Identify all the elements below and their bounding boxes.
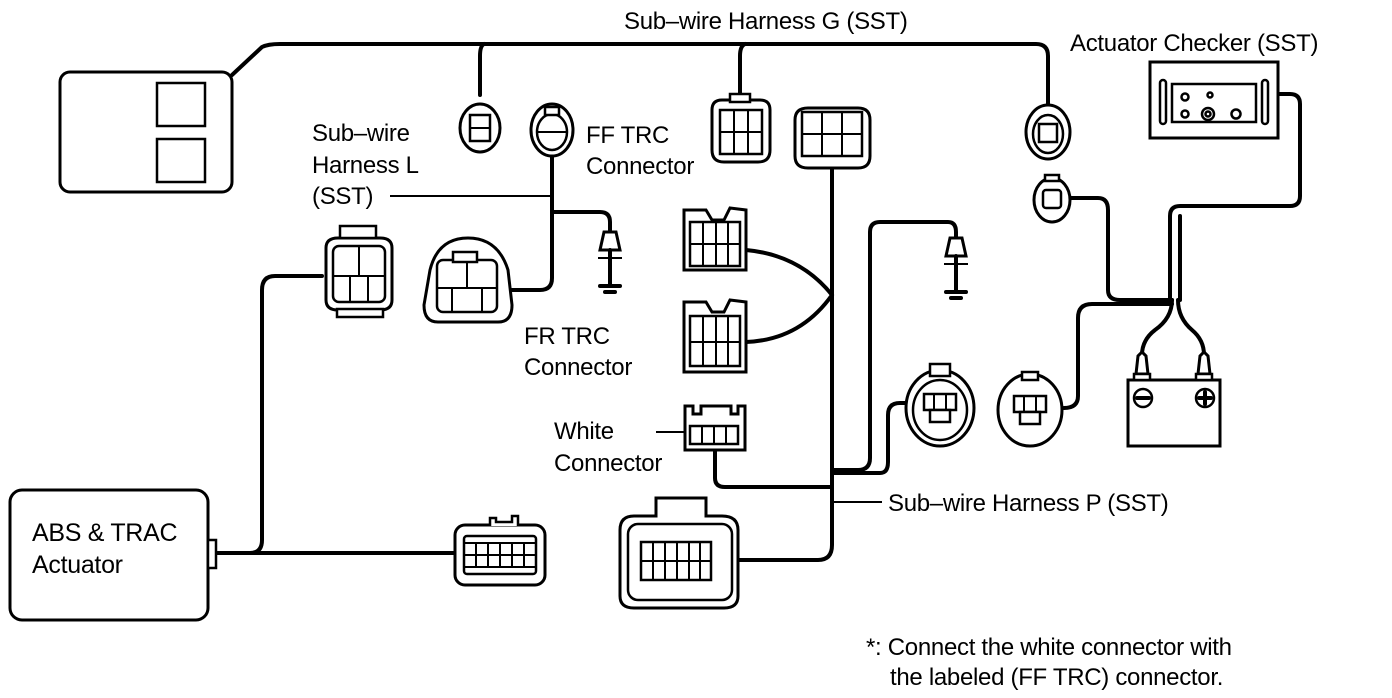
harness-l-large-connector <box>422 236 514 324</box>
label-ff-trc-line1: FF TRC <box>586 122 670 149</box>
label-fr-trc-line1: FR TRC <box>524 323 610 350</box>
footnote-line1: *: Connect the white connector with <box>866 634 1232 661</box>
label-sub-wire-harness-l-line2: Harness L <box>312 152 419 179</box>
harness-g-drop-1 <box>478 42 486 97</box>
white-connector <box>656 404 747 452</box>
actuator-main-connector-12pin <box>453 514 547 587</box>
checker-cable-outer <box>1168 92 1302 302</box>
battery-positive-terminal-icon <box>1194 387 1216 409</box>
battery-pos-lead <box>1176 298 1206 357</box>
footnote-line2: the labeled (FF TRC) connector. <box>890 664 1224 691</box>
harness-g-connector-6pin <box>710 92 772 164</box>
wires <box>216 42 1302 562</box>
label-abs-trac-line1: ABS & TRAC <box>32 519 178 547</box>
label-abs-trac-line2: Actuator <box>32 551 123 579</box>
center-trunk <box>736 166 834 562</box>
harness-g-drop-2 <box>738 42 747 100</box>
actuator-side-connector-4pin <box>324 224 394 319</box>
white-connector-wire <box>713 448 834 489</box>
label-ff-trc-line2: Connector <box>586 153 695 180</box>
actuator-checker-device <box>1148 60 1280 140</box>
relay-box <box>58 70 234 194</box>
actuator-left-wire <box>216 274 324 555</box>
abs-trac-actuator-box <box>8 488 218 622</box>
battery-side-round-connector <box>996 370 1064 448</box>
battery-neg-lead <box>1140 298 1174 357</box>
fr-trc-wire <box>744 293 834 344</box>
harness-p-branch-1 <box>830 220 958 472</box>
label-fr-trc-line2: Connector <box>524 354 633 381</box>
label-actuator-checker: Actuator Checker (SST) <box>1070 30 1319 57</box>
harness-g-round-connector-2 <box>1024 103 1072 161</box>
center-connector-6pin <box>793 106 872 170</box>
label-sub-wire-harness-g: Sub–wire Harness G (SST) <box>624 8 908 35</box>
checker-small-connector <box>1032 173 1072 224</box>
harness-l-ground-branch <box>550 210 612 232</box>
harness-p-main-connector-12pin <box>618 496 740 610</box>
ground-symbol-left <box>598 230 622 294</box>
harness-g-trunk <box>230 42 1050 110</box>
ff-trc-wire <box>744 248 834 297</box>
label-sub-wire-harness-l-line3: (SST) <box>312 183 374 210</box>
label-sub-wire-harness-l-line1: Sub–wire <box>312 120 410 147</box>
battery-negative-terminal-icon <box>1132 387 1154 409</box>
label-white-connector-line1: White <box>554 418 614 445</box>
fr-trc-connector <box>682 298 748 374</box>
label-sub-wire-harness-p: Sub–wire Harness P (SST) <box>888 490 1169 517</box>
harness-g-round-connector-1 <box>458 102 502 154</box>
checker-connector-wire <box>1068 196 1174 302</box>
battery <box>1126 349 1222 448</box>
ff-trc-connector <box>682 206 748 272</box>
battery-side-wire <box>1062 302 1174 410</box>
harness-l-round-connector <box>529 102 575 158</box>
label-white-connector-line2: Connector <box>554 450 663 477</box>
ground-symbol-right <box>944 236 968 300</box>
harness-p-round-connector <box>904 362 976 448</box>
harness-p-branch-2 <box>830 401 910 475</box>
harness-l-vertical <box>510 155 554 292</box>
